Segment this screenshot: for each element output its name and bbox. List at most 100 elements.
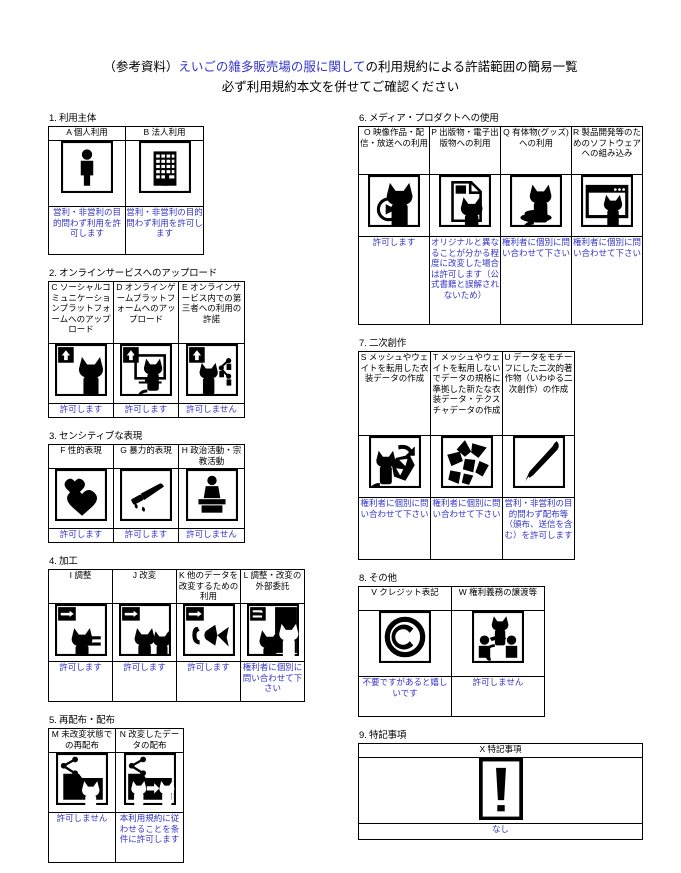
icon-row bbox=[358, 757, 643, 824]
title-accent: えいごの雑多販売場の服に関して bbox=[178, 60, 366, 74]
item-label: V クレジット表記 bbox=[358, 586, 452, 611]
cat-software-window-icon bbox=[571, 174, 643, 237]
section-title: 9. 特記事項 bbox=[359, 730, 407, 741]
permission-note: 許可しません bbox=[178, 403, 245, 418]
item-label: I 調整 bbox=[48, 569, 113, 604]
item-label: L 調整・改変の外部委託 bbox=[240, 569, 305, 604]
permission-note: 許可します bbox=[48, 661, 113, 702]
cat-to-cat-icon bbox=[112, 603, 177, 662]
cat-play-button-icon bbox=[358, 174, 430, 237]
title-suffix: の利用規約による許諾範囲の簡易一覧 bbox=[365, 60, 578, 74]
icon-row bbox=[48, 343, 245, 404]
note-row: 営利・非営利の目的問わず利用を許可します営利・非営利の目的問わず利用を許可します bbox=[48, 206, 204, 255]
item-label: P 出版物・電子出版物への利用 bbox=[429, 126, 501, 175]
item-label: E オンラインサービス内での第三者への利用の許諾 bbox=[178, 281, 245, 344]
item-label: M 未改変状態での再配布 bbox=[48, 728, 116, 753]
section-s2: 2. オンラインサービスへのアップロード C ソーシャルコミュニケーションプラット… bbox=[48, 265, 318, 418]
icon-row bbox=[48, 468, 245, 529]
item-label: Q 有体物(グッズ)への利用 bbox=[500, 126, 572, 175]
note-row: 許可します許可します許可します権利者に個別に問い合わせて下さい bbox=[48, 661, 305, 702]
mesh-shatter-icon bbox=[430, 435, 503, 498]
cat-mesh-reuse-icon bbox=[358, 435, 431, 498]
permission-note: 営利・非営利の目的問わず配布等（頒布、送信を含む）を許可します bbox=[502, 497, 575, 560]
title-line-1: （参考資料）えいごの雑多販売場の服に関しての利用規約による許諾範囲の簡易一覧 bbox=[0, 57, 681, 77]
section-title: 3. センシティブな表現 bbox=[49, 431, 143, 442]
icon-row bbox=[48, 752, 184, 813]
item-label: B 法人利用 bbox=[125, 126, 204, 141]
item-label: J 改変 bbox=[112, 569, 177, 604]
permission-note: 権利者に個別に問い合わせて下さい bbox=[430, 497, 503, 560]
item-label: R 製品開発等のためのソフトウェアへの組み込み bbox=[571, 126, 643, 175]
page-title: （参考資料）えいごの雑多販売場の服に関しての利用規約による許諾範囲の簡易一覧 必… bbox=[0, 57, 681, 97]
icon-row bbox=[358, 174, 643, 237]
icon-row bbox=[48, 603, 305, 662]
item-label: T メッシュやウェイトを転用しないでデータの規格に準拠した新たな衣装データ・テク… bbox=[430, 351, 503, 436]
permission-note: 不要ですがあると嬉しいです bbox=[358, 676, 452, 717]
cat-document-icon bbox=[429, 174, 501, 237]
note-row: 不要ですがあると嬉しいです許可しません bbox=[358, 676, 545, 717]
item-label: N 改変したデータの配布 bbox=[115, 728, 184, 753]
note-row: 権利者に個別に問い合わせて下さい権利者に個別に問い合わせて下さい営利・非営利の目… bbox=[358, 497, 575, 560]
item-label: W 権利義務の譲渡等 bbox=[451, 586, 545, 611]
cat-to-ribbon-icon bbox=[176, 603, 241, 662]
permission-note: なし bbox=[358, 823, 643, 840]
note-row: 許可しません本利用規約に従わせることを条件に許可します bbox=[48, 812, 184, 863]
item-label: S メッシュやウェイトを転用した衣装データの作成 bbox=[358, 351, 431, 436]
permission-note: 本利用規約に従わせることを条件に許可します bbox=[115, 812, 184, 863]
permission-note: 許可しません bbox=[178, 528, 245, 543]
item-label: C ソーシャルコミュニケーションプラットフォームへのアップロード bbox=[48, 281, 114, 344]
share-folder-cat-modified-icon bbox=[115, 752, 184, 813]
permission-note: 許可します bbox=[113, 528, 179, 543]
icon-row bbox=[358, 435, 575, 498]
item-label: K 他のデータを改変するための利用 bbox=[176, 569, 241, 604]
section-s9: 9. 特記事項 X 特記事項なし bbox=[358, 727, 648, 840]
section-title: 2. オンラインサービスへのアップロード bbox=[49, 268, 218, 279]
item-label: H 政治活動・宗教活動 bbox=[178, 444, 245, 469]
section-title: 4. 加工 bbox=[49, 556, 78, 567]
section-title: 7. 二次創作 bbox=[359, 338, 407, 349]
section-title: 1. 利用主体 bbox=[49, 113, 97, 124]
permission-note: 許可します bbox=[48, 403, 114, 418]
item-label: G 暴力的表現 bbox=[113, 444, 179, 469]
share-folder-cat-icon bbox=[48, 752, 116, 813]
item-label: A 個人利用 bbox=[48, 126, 126, 141]
permission-note: 営利・非営利の目的問わず利用を許可します bbox=[125, 206, 204, 255]
permission-note: 営利・非営利の目的問わず利用を許可します bbox=[48, 206, 126, 255]
permission-note: オリジナルと異なることが分かる程度に改変した場合は許可します（公式書籍と誤解され… bbox=[429, 236, 501, 325]
transfer-people-icon bbox=[451, 610, 545, 677]
item-label: U データをモチーフにした二次的著作物（いわゆる二次創作）の作成 bbox=[502, 351, 575, 436]
item-label: D オンラインゲームプラットフォームへのアップロード bbox=[113, 281, 179, 344]
cat-equals-icon bbox=[48, 603, 113, 662]
permission-note: 許可します bbox=[48, 528, 114, 543]
building-icon bbox=[125, 140, 204, 207]
permission-note: 権利者に個別に問い合わせて下さい bbox=[358, 497, 431, 560]
note-row: 許可します許可します許可しません bbox=[48, 528, 245, 543]
permission-note: 許可します bbox=[176, 661, 241, 702]
knife-icon bbox=[113, 468, 179, 529]
permission-note: 権利者に個別に問い合わせて下さい bbox=[240, 661, 305, 702]
note-row: 許可しますオリジナルと異なることが分かる程度に改変した場合は許可します（公式書籍… bbox=[358, 236, 643, 325]
permission-note: 許可しません bbox=[451, 676, 545, 717]
brush-pen-icon bbox=[502, 435, 575, 498]
copyright-icon bbox=[358, 610, 452, 677]
permission-table: X 特記事項なし bbox=[358, 743, 643, 840]
